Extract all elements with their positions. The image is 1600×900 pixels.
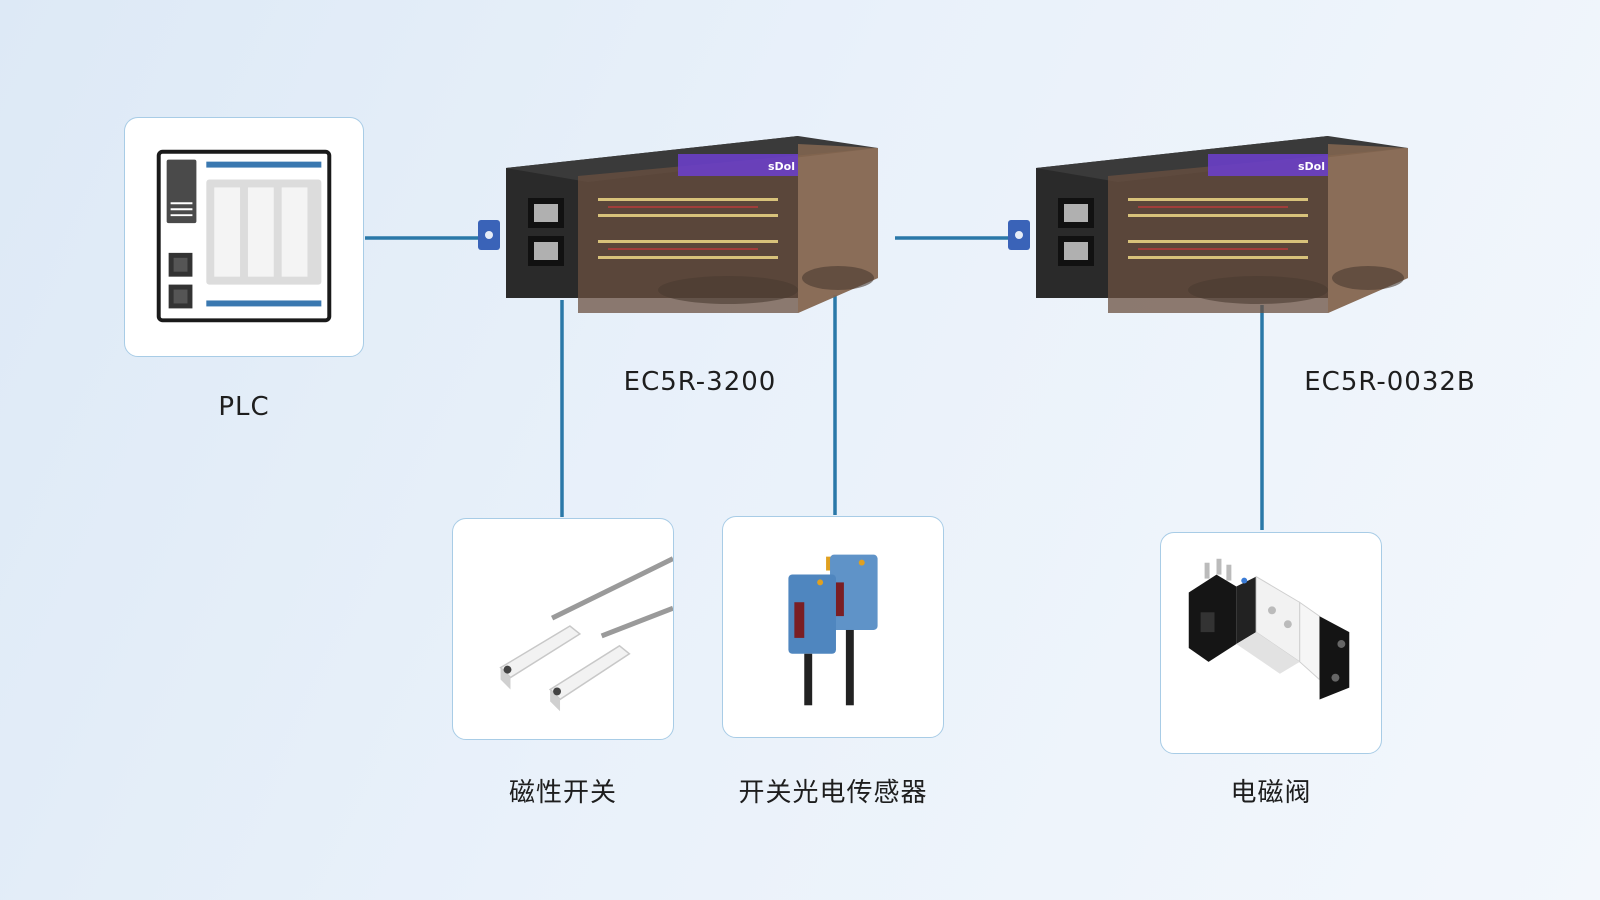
plc-label: PLC	[218, 392, 270, 422]
io-module-icon: sDol	[1008, 136, 1408, 313]
io-module-1-label: EC5R-3200	[623, 367, 777, 397]
solenoid-valve-card	[1160, 532, 1382, 754]
magnetic-switch-label: 磁性开关	[508, 778, 617, 808]
plc-card	[124, 117, 364, 357]
module-brand: sDol	[768, 160, 795, 173]
photoelectric-sensor-card	[722, 516, 944, 738]
magnetic-switch-card	[452, 518, 674, 740]
photoelectric-sensor-label: 开关光电传感器	[738, 778, 928, 808]
io-module-icon: sDol	[478, 136, 878, 313]
solenoid-valve-label: 电磁阀	[1230, 778, 1312, 808]
module-brand: sDol	[1298, 160, 1325, 173]
magnetic-switch-icon	[499, 556, 673, 712]
io-module-ec5r-0032b: sDol	[1008, 128, 1438, 328]
solenoid-valve-icon	[1188, 558, 1350, 700]
plc-icon	[156, 149, 332, 323]
io-module-ec5r-3200: sDol	[478, 128, 908, 328]
io-module-2-label: EC5R-0032B	[1304, 367, 1476, 397]
photoelectric-sensor-icon	[788, 554, 878, 706]
